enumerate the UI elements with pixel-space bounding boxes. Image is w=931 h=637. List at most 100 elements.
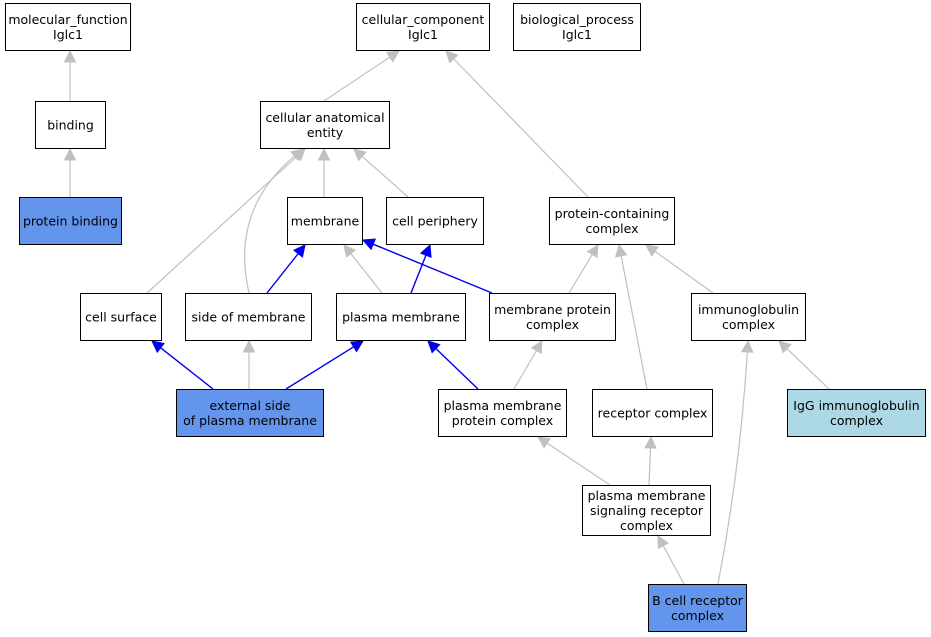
node-label-line: IgG immunoglobulin — [793, 398, 919, 413]
edge-membrane-to-cellular-anatomical-entity — [317, 147, 331, 197]
edge-external-side-of-plasma-membrane-to-side-of-membrane — [242, 339, 256, 389]
node-box — [648, 584, 747, 632]
arrowhead — [353, 148, 367, 162]
edge-binding-to-molecular-function — [63, 49, 77, 101]
edge-membrane-protein-complex-to-membrane — [361, 238, 493, 294]
node-side-of-membrane[interactable]: side of membrane — [185, 293, 312, 341]
edge-external-side-of-plasma-membrane-to-cell-surface — [151, 340, 214, 390]
edge-cell-periphery-to-cellular-anatomical-entity — [353, 148, 409, 198]
edge-line — [244, 155, 295, 294]
node-label-line: complex — [830, 413, 883, 428]
node-label-line: external side — [209, 398, 290, 413]
node-binding[interactable]: binding — [35, 101, 106, 149]
node-box — [592, 389, 713, 437]
edge-side-of-membrane-to-cellular-anatomical-entity — [244, 148, 304, 294]
node-box — [185, 293, 312, 341]
edge-b-cell-receptor-complex-to-plasma-membrane-signaling-receptor-complex — [657, 535, 685, 585]
edge-line — [361, 155, 409, 198]
node-box — [489, 293, 616, 341]
node-label-line: complex — [722, 317, 775, 332]
edge-protein-containing-complex-to-cellular-component — [445, 50, 589, 198]
node-box — [513, 3, 641, 51]
node-label-line: immunoglobulin — [698, 302, 799, 317]
edge-igg-immunoglobulin-complex-to-immunoglobulin-complex — [778, 340, 830, 390]
node-cell-surface[interactable]: cell surface — [80, 293, 162, 341]
arrowhead — [645, 244, 660, 257]
edge-external-side-of-plasma-membrane-to-plasma-membrane — [285, 340, 364, 390]
node-label-line: biological_process — [520, 12, 634, 27]
edge-b-cell-receptor-complex-to-immunoglobulin-complex — [717, 339, 754, 585]
node-box — [582, 485, 711, 536]
edge-line — [160, 347, 214, 390]
node-label-line: receptor complex — [598, 406, 708, 421]
arrowhead — [419, 243, 432, 259]
node-label-line: membrane protein — [494, 302, 611, 317]
arrowhead — [292, 244, 306, 258]
edge-plasma-membrane-signaling-receptor-complex-to-plasma-membrane-protein-complex — [537, 436, 611, 486]
node-box — [260, 101, 390, 149]
node-protein-binding[interactable]: protein binding — [19, 197, 122, 245]
edge-line — [662, 545, 685, 585]
edge-plasma-membrane-protein-complex-to-plasma-membrane — [427, 340, 479, 390]
edge-line — [546, 442, 611, 486]
edge-plasma-membrane-to-cell-periphery — [410, 243, 432, 294]
node-label-line: B cell receptor — [652, 593, 744, 608]
edge-line — [648, 447, 652, 486]
edge-receptor-complex-to-protein-containing-complex — [615, 243, 648, 390]
node-label-line: entity — [307, 125, 344, 140]
node-label-line: side of membrane — [192, 310, 306, 325]
arrowhead — [63, 147, 77, 161]
edge-line — [568, 254, 593, 294]
node-label-line: cell periphery — [392, 214, 478, 229]
edge-line — [372, 243, 493, 294]
node-label-line: molecular_function — [8, 12, 127, 27]
node-label-line: cellular anatomical — [265, 110, 384, 125]
node-box — [386, 197, 484, 245]
node-label-line: cellular_component — [362, 12, 485, 27]
arrowhead — [537, 436, 552, 449]
arrowhead — [242, 339, 256, 353]
node-label-line: plasma membrane — [342, 310, 460, 325]
node-box — [176, 389, 324, 437]
edge-immunoglobulin-complex-to-protein-containing-complex — [645, 244, 714, 294]
arrowhead — [427, 340, 441, 354]
arrowhead — [317, 147, 331, 161]
edges-layer — [63, 49, 830, 585]
node-box — [787, 389, 926, 437]
node-box — [19, 197, 122, 245]
node-label-line: signaling receptor — [590, 503, 704, 518]
node-label-line: complex — [526, 317, 579, 332]
edge-line — [410, 254, 427, 294]
arrowhead — [778, 340, 792, 354]
edge-line — [323, 56, 391, 102]
node-receptor-complex[interactable]: receptor complex — [592, 389, 713, 437]
node-box — [336, 293, 466, 341]
arrowhead — [445, 50, 459, 64]
node-cell-periphery[interactable]: cell periphery — [386, 197, 484, 245]
edge-line — [435, 348, 479, 390]
node-membrane[interactable]: membrane — [287, 197, 363, 245]
edge-plasma-membrane-to-membrane — [343, 244, 383, 294]
node-plasma-membrane[interactable]: plasma membrane — [336, 293, 466, 341]
edge-line — [654, 250, 714, 294]
node-label-line: cell surface — [85, 310, 157, 325]
edge-line — [620, 255, 648, 390]
node-label-line: complex — [586, 221, 639, 236]
edge-line — [350, 253, 383, 294]
arrowhead — [385, 50, 400, 63]
node-label-line: protein binding — [23, 214, 118, 229]
